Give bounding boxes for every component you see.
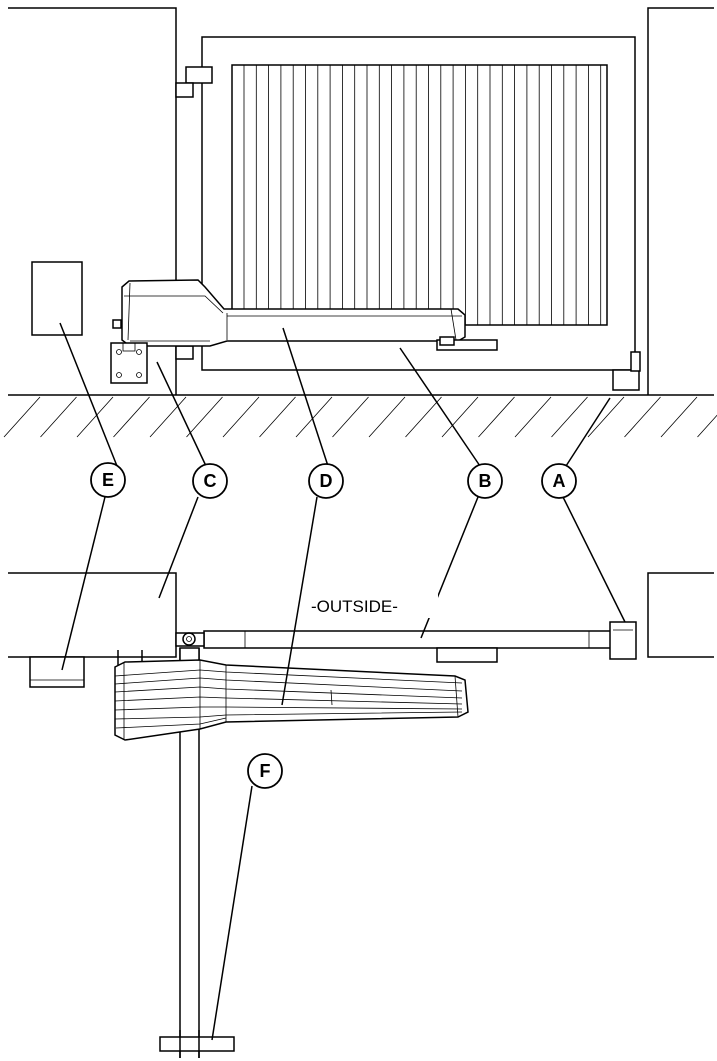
callout-letter-d: D — [320, 471, 333, 491]
callout-letter-f: F — [260, 761, 271, 781]
leader-f — [211, 785, 253, 1041]
hinge-pivot — [182, 632, 196, 646]
callout-letter-a: A — [553, 471, 566, 491]
ground-stop-plate — [159, 1036, 235, 1052]
right-pillar-plan — [647, 572, 714, 658]
front-bracket — [436, 339, 498, 351]
front-bracket-plan — [436, 647, 498, 663]
control-box-front — [31, 261, 83, 336]
leader-a-top — [565, 397, 611, 467]
left-pillar-plan — [8, 572, 177, 658]
lower-hinge-bracket — [175, 345, 194, 360]
gate-stop-front — [612, 369, 640, 391]
callout-f: F — [247, 753, 283, 789]
left-pillar-front — [8, 7, 177, 395]
front-elevation-view — [3, 7, 717, 438]
leader-e-top — [59, 322, 118, 467]
gate-vertical-bars — [231, 64, 608, 326]
callout-a: A — [541, 463, 577, 499]
right-pillar-front — [647, 7, 714, 395]
callout-d: D — [308, 463, 344, 499]
callout-letter-b: B — [479, 471, 492, 491]
leader-c-bottom — [158, 496, 199, 599]
gate-leaf-frame — [201, 36, 636, 371]
gate-stop-plan — [609, 621, 637, 660]
gate-leaf-plan — [203, 630, 615, 649]
ground-line — [3, 394, 717, 438]
leader-e-bottom — [61, 496, 106, 671]
callout-b: B — [467, 463, 503, 499]
ground-hatching — [3, 396, 717, 438]
callout-c: C — [192, 463, 228, 499]
outside-label: -OUTSIDE- — [311, 597, 398, 616]
gate-bars-border — [231, 64, 608, 326]
leader-c-top — [156, 361, 207, 467]
operator-motor-plan — [114, 659, 469, 741]
leader-a-bottom — [562, 496, 626, 623]
leader-d-top — [282, 327, 329, 467]
rear-bracket-plate — [110, 342, 148, 384]
upper-hinge-bracket — [175, 82, 194, 98]
callout-letter-e: E — [102, 470, 114, 490]
upper-hinge — [185, 66, 213, 84]
control-box-plan — [29, 656, 85, 688]
operator-motor-front — [110, 279, 498, 384]
release-knob — [112, 319, 122, 329]
leader-b-top — [399, 347, 481, 467]
plan-view — [8, 572, 714, 1058]
callout-letter-c: C — [204, 471, 217, 491]
hinge-plan — [175, 632, 205, 647]
leader-d-bottom — [281, 496, 318, 706]
gate-bars — [243, 65, 602, 325]
callout-e: E — [90, 462, 126, 498]
